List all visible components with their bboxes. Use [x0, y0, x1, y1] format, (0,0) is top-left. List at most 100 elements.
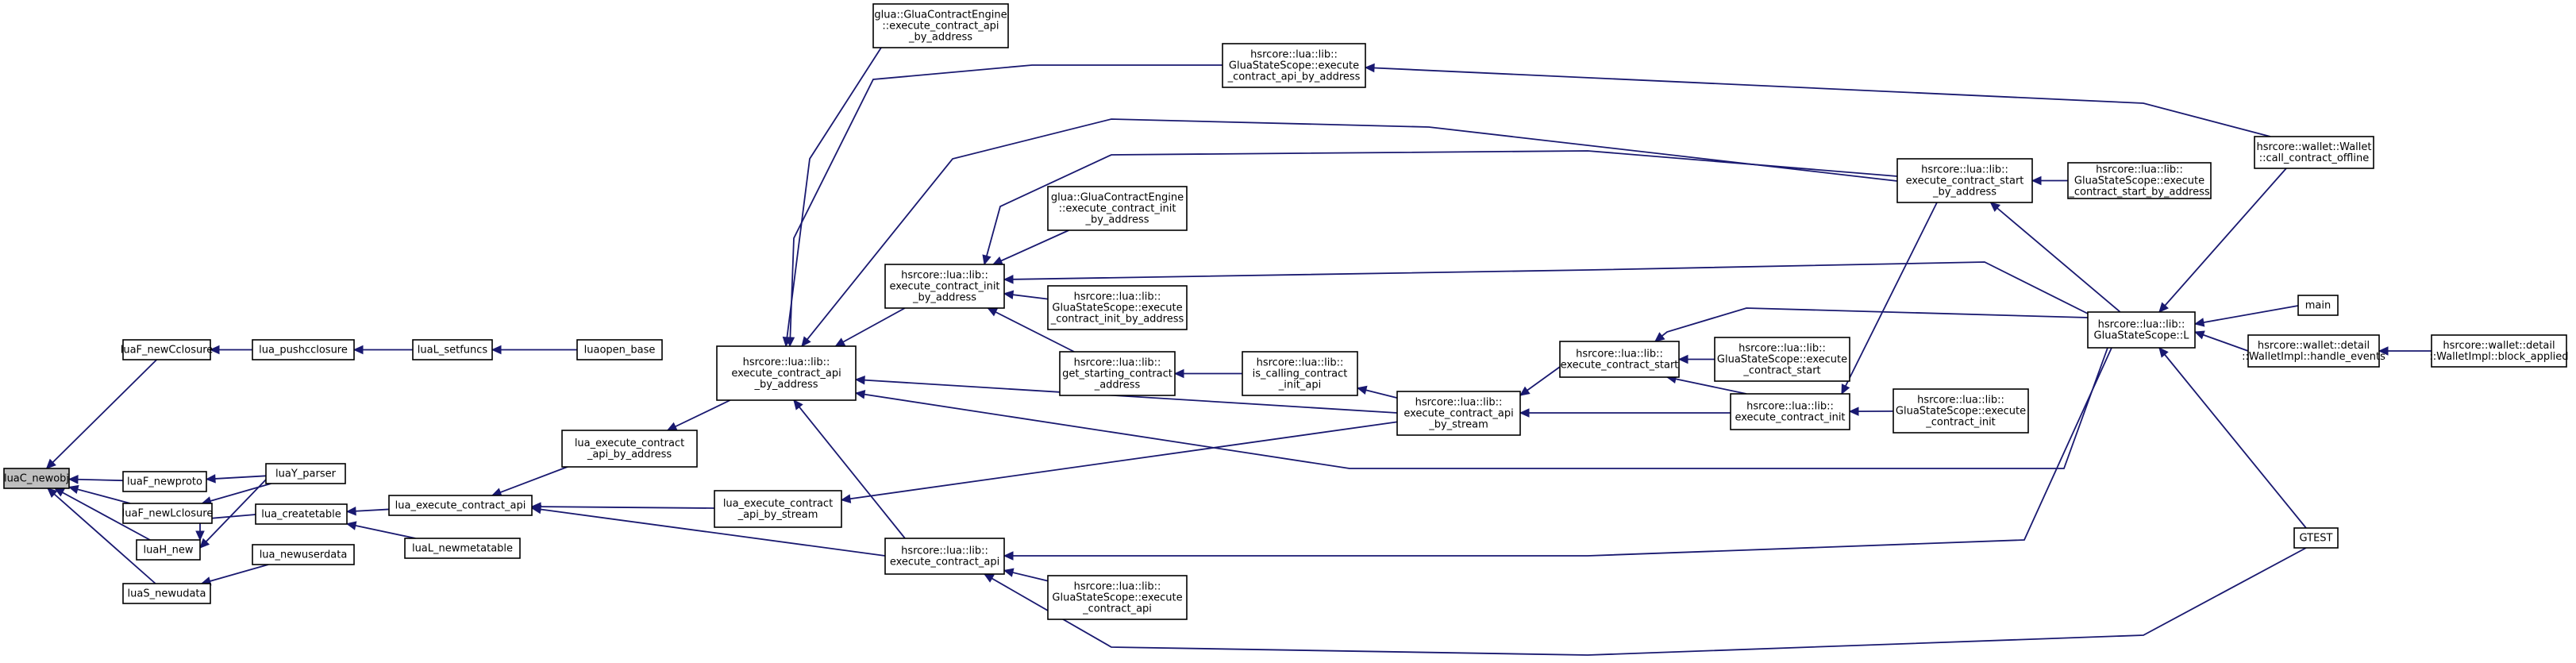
arrowhead-n3-n0 — [67, 484, 79, 494]
node-box[interactable] — [1222, 43, 1366, 88]
node-label-line: _by_address — [908, 32, 972, 44]
node-n17[interactable]: glua::GluaContractEngine::execute_contra… — [872, 3, 1009, 48]
node-box[interactable] — [122, 471, 207, 492]
node-n19[interactable]: hsrcore::lua::lib::execute_contract_api — [884, 538, 1005, 575]
node-box[interactable] — [884, 264, 1005, 309]
node-box[interactable] — [561, 430, 698, 468]
arrowhead-n8-n4 — [195, 530, 205, 542]
node-n29[interactable]: hsrcore::lua::lib::execute_contract_init — [1730, 393, 1850, 430]
node-n16[interactable]: hsrcore::lua::lib::execute_contract_api_… — [716, 345, 857, 401]
node-box[interactable] — [1242, 351, 1358, 396]
node-label-line: lua_execute_contract — [723, 498, 833, 510]
arrowhead-n38-n33 — [2158, 347, 2169, 358]
node-n32[interactable]: hsrcore::lua::lib::GluaStateScope::execu… — [2067, 162, 2212, 199]
node-n37[interactable]: hsrcore::wallet::detail::WalletImpl::blo… — [2429, 334, 2569, 368]
node-n18[interactable]: hsrcore::lua::lib::execute_contract_init… — [884, 264, 1005, 309]
node-label-line: ::WalletImpl::block_applied — [2429, 351, 2568, 363]
node-n20[interactable]: hsrcore::lua::lib::GluaStateScope::execu… — [1222, 43, 1366, 88]
node-box[interactable] — [265, 463, 346, 484]
node-box[interactable] — [1396, 391, 1521, 436]
node-box[interactable] — [122, 583, 211, 604]
node-n26[interactable]: hsrcore::lua::lib::execute_contract_api_… — [1396, 391, 1521, 436]
node-box[interactable] — [2087, 311, 2196, 349]
node-n24[interactable]: hsrcore::lua::lib::GluaStateScope::execu… — [1047, 575, 1188, 620]
node-box[interactable] — [122, 503, 213, 524]
node-n14[interactable]: lua_execute_contract_api_by_address — [561, 430, 698, 468]
node-n21[interactable]: glua::GluaContractEngine::execute_contra… — [1047, 186, 1188, 231]
node-box[interactable] — [2067, 162, 2212, 199]
edge-n7-n2 — [206, 475, 267, 480]
node-n0[interactable]: luaC_newobj — [3, 468, 70, 489]
node-n34[interactable]: hsrcore::wallet::Wallet::call_contract_o… — [2254, 136, 2374, 169]
arrowhead-n31-n18 — [982, 254, 992, 266]
node-label-line: execute_contract_api — [1404, 408, 1513, 420]
node-box[interactable] — [122, 339, 211, 360]
node-box[interactable] — [1893, 388, 2029, 434]
arrowhead-n34-n33 — [2158, 302, 2169, 313]
node-box[interactable] — [1714, 337, 1850, 382]
node-n7[interactable]: luaY_parser — [265, 463, 346, 484]
node-box[interactable] — [884, 538, 1005, 575]
node-n6[interactable]: lua_pushcclosure — [252, 339, 355, 360]
node-box[interactable] — [1047, 575, 1188, 620]
node-n33[interactable]: hsrcore::lua::lib::GluaStateScope::L — [2087, 311, 2196, 349]
node-box[interactable] — [404, 538, 521, 559]
edge-n19-n12 — [531, 507, 886, 557]
node-box[interactable] — [2431, 334, 2567, 368]
node-box[interactable] — [3, 468, 70, 489]
arrowhead-n33-n18 — [1003, 275, 1014, 284]
node-n3[interactable]: luaF_newLclosure — [122, 503, 214, 524]
node-n15[interactable]: lua_execute_contract_api_by_stream — [714, 490, 842, 528]
node-n11[interactable]: luaopen_base — [576, 339, 663, 360]
node-n27[interactable]: hsrcore::lua::lib::execute_contract_star… — [1559, 341, 1680, 378]
node-box[interactable] — [252, 339, 355, 360]
node-box[interactable] — [2293, 527, 2339, 549]
node-box[interactable] — [872, 3, 1009, 48]
arrowhead-n38-n19 — [983, 573, 995, 583]
node-label-line: luaL_newmetatable — [412, 543, 513, 555]
node-n28[interactable]: hsrcore::lua::lib::GluaStateScope::execu… — [1714, 337, 1850, 382]
node-n2[interactable]: luaF_newproto — [122, 471, 207, 492]
node-box[interactable] — [2254, 136, 2374, 169]
edge-n38-n19 — [984, 547, 2307, 656]
node-box[interactable] — [136, 539, 201, 561]
node-n9[interactable]: lua_newuserdata — [252, 544, 355, 565]
node-n35[interactable]: main — [2297, 295, 2339, 316]
node-box[interactable] — [412, 339, 493, 360]
node-box[interactable] — [576, 339, 663, 360]
node-n25[interactable]: hsrcore::lua::lib::is_calling_contract_i… — [1242, 351, 1358, 396]
node-box[interactable] — [1059, 351, 1176, 396]
arrowhead-n30-n29 — [1848, 407, 1859, 416]
node-n22[interactable]: hsrcore::lua::lib::GluaStateScope::execu… — [1047, 285, 1188, 330]
node-n31[interactable]: hsrcore::lua::lib::execute_contract_star… — [1896, 158, 2033, 203]
node-box[interactable] — [388, 495, 533, 516]
node-box[interactable] — [1559, 341, 1680, 378]
node-n23[interactable]: hsrcore::lua::lib::get_starting_contract… — [1059, 351, 1176, 396]
node-box[interactable] — [2247, 334, 2380, 368]
node-n38[interactable]: GTEST — [2293, 527, 2339, 549]
node-n36[interactable]: hsrcore::wallet::detail::WalletImpl::han… — [2242, 334, 2385, 368]
node-box[interactable] — [716, 345, 857, 401]
node-n8[interactable]: lua_createtable — [255, 503, 348, 525]
node-box[interactable] — [255, 503, 348, 525]
node-box[interactable] — [714, 490, 842, 528]
node-label-line: execute_contract_init — [889, 281, 999, 293]
node-box[interactable] — [1047, 186, 1188, 231]
node-label-line: ::execute_contract_api — [882, 21, 999, 33]
node-n4[interactable]: luaH_new — [136, 539, 201, 561]
node-n13[interactable]: luaL_newmetatable — [404, 538, 521, 559]
node-box[interactable] — [1730, 393, 1850, 430]
node-n5[interactable]: luaS_newudata — [122, 583, 211, 604]
node-n1[interactable]: luaF_newCclosure — [121, 339, 214, 360]
node-box[interactable] — [2297, 295, 2339, 316]
node-label-line: GluaStateScope::L — [2094, 330, 2190, 342]
node-n12[interactable]: lua_execute_contract_api — [388, 495, 533, 516]
node-box[interactable] — [1896, 158, 2033, 203]
node-n30[interactable]: hsrcore::lua::lib::GluaStateScope::execu… — [1893, 388, 2029, 434]
node-box[interactable] — [1047, 285, 1188, 330]
node-n10[interactable]: luaL_setfuncs — [412, 339, 493, 360]
node-label-line: hsrcore::lua::lib:: — [1746, 401, 1834, 413]
node-box[interactable] — [252, 544, 355, 565]
edge-n20-n16 — [789, 64, 1223, 347]
node-label-line: hsrcore::lua::lib:: — [1250, 49, 1338, 61]
